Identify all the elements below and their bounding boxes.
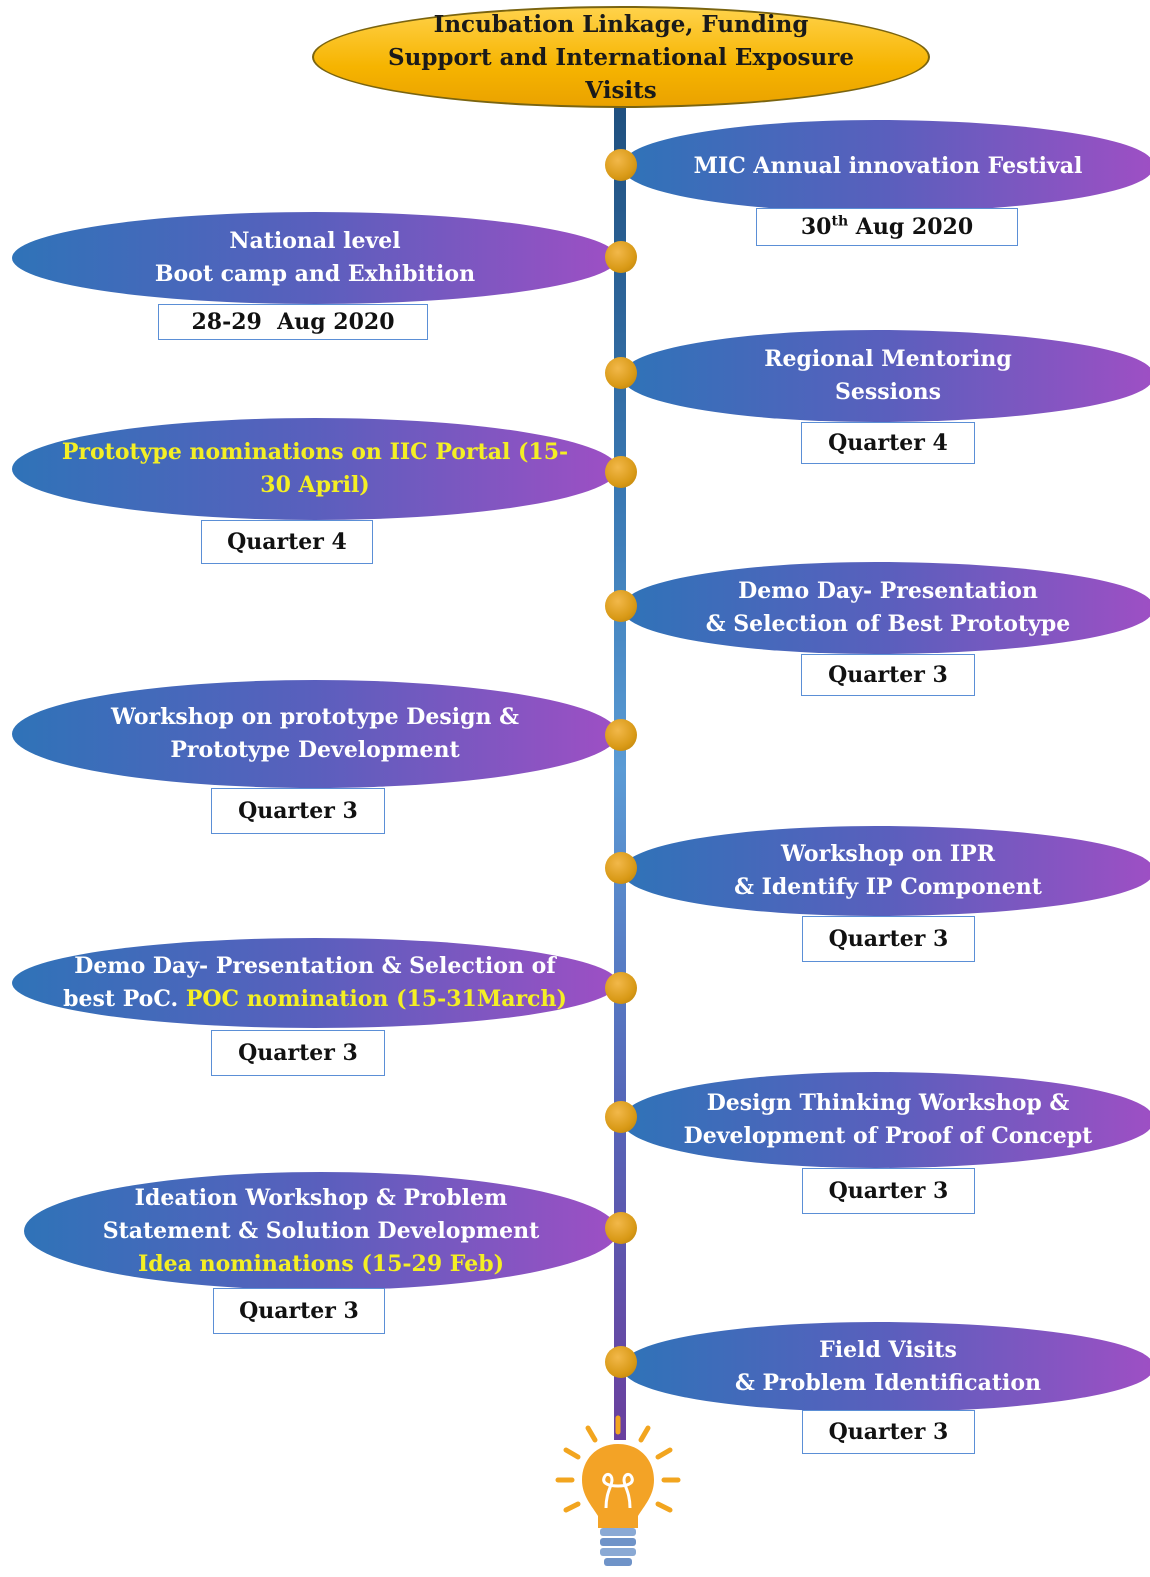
date-box: 30th Aug 2020 — [756, 208, 1018, 246]
quarter-box: Quarter 3 — [802, 916, 975, 962]
quarter-box: Quarter 3 — [213, 1288, 385, 1334]
step-label-line-1: Field Visits — [819, 1337, 957, 1363]
timeline-node — [605, 456, 637, 488]
step-label-line-2: Statement & Solution Development — [102, 1217, 540, 1244]
quarter-label: Quarter 3 — [828, 662, 948, 688]
timeline-node — [605, 719, 637, 751]
timeline-node — [605, 241, 637, 273]
date-box: 28-29 Aug 2020 — [158, 304, 428, 340]
step-label-line-1: Regional Mentoring — [764, 346, 1012, 372]
step-label-line-2: & Selection of Best Prototype — [705, 611, 1071, 637]
timeline-node — [605, 357, 637, 389]
step-label-line-2: Sessions — [834, 379, 942, 405]
timeline-node — [605, 149, 637, 181]
timeline-node — [605, 972, 637, 1004]
quarter-box: Quarter 3 — [802, 1410, 975, 1454]
quarter-label: Quarter 4 — [828, 430, 948, 456]
quarter-label: Quarter 4 — [227, 529, 347, 555]
step-ideation-workshop: Ideation Workshop & Problem Statement & … — [24, 1172, 618, 1290]
timeline-node — [605, 1101, 637, 1133]
step-ipr-workshop: Workshop on IPR & Identify IP Component — [623, 826, 1150, 916]
timeline-node — [605, 1212, 637, 1244]
step-label-line-2: best PoC. POC nomination (15-31March) — [63, 983, 567, 1016]
quarter-box: Quarter 3 — [802, 1168, 975, 1214]
step-label-line-1: National level — [229, 228, 401, 254]
step-label-line-2: Development of Proof of Concept — [683, 1123, 1093, 1149]
quarter-box: Quarter 4 — [801, 422, 975, 464]
step-mic-festival: MIC Annual innovation Festival — [623, 120, 1150, 212]
step-label-line-2: Boot camp and Exhibition — [154, 261, 476, 287]
quarter-label: Quarter 3 — [238, 798, 358, 824]
step-demo-day-poc: Demo Day- Presentation & Selection of be… — [12, 938, 618, 1028]
step-label-line-1: Workshop on IPR — [781, 841, 995, 867]
step-label-text: best PoC. — [63, 986, 179, 1012]
step-label-line-1: Demo Day- Presentation & Selection of — [74, 953, 556, 979]
step-design-thinking: Design Thinking Workshop & Development o… — [623, 1072, 1150, 1168]
step-label-line-1: Design Thinking Workshop & — [706, 1090, 1070, 1116]
step-demo-day-prototype: Demo Day- Presentation & Selection of Be… — [623, 562, 1150, 654]
quarter-label: Quarter 3 — [828, 926, 949, 952]
date-label: 30th Aug 2020 — [800, 213, 974, 240]
quarter-label: Quarter 3 — [239, 1298, 359, 1324]
step-label-line-2: & Problem Identification — [734, 1370, 1042, 1396]
quarter-box: Quarter 3 — [801, 654, 975, 696]
header-line-3: Visits — [585, 76, 657, 104]
quarter-label: Quarter 3 — [238, 1040, 358, 1066]
quarter-label: Quarter 3 — [828, 1419, 949, 1445]
step-regional-mentoring: Regional Mentoring Sessions — [623, 330, 1150, 422]
step-label-highlight: POC nomination (15-31March) — [185, 986, 567, 1012]
step-label: MIC Annual innovation Festival — [693, 152, 1083, 179]
step-label-line-1: Workshop on prototype Design & — [110, 704, 520, 730]
timeline-node — [605, 1346, 637, 1378]
quarter-box: Quarter 4 — [201, 520, 373, 564]
step-label-line-1: Demo Day- Presentation — [738, 578, 1038, 604]
timeline-node — [605, 590, 637, 622]
quarter-box: Quarter 3 — [211, 1030, 385, 1076]
quarter-label: Quarter 3 — [828, 1178, 949, 1204]
quarter-box: Quarter 3 — [211, 788, 385, 834]
step-label-line-1: Ideation Workshop & Problem — [134, 1184, 508, 1211]
step-label-line-1: Prototype nominations on IIC Portal (15- — [61, 439, 569, 465]
step-prototype-nominations: Prototype nominations on IIC Portal (15-… — [12, 418, 618, 520]
timeline-node — [605, 852, 637, 884]
lightbulb-icon — [548, 1412, 688, 1576]
header-line-1: Incubation Linkage, Funding — [433, 10, 809, 38]
step-label-line-2: Prototype Development — [170, 737, 460, 763]
step-national-bootcamp: National level Boot camp and Exhibition — [12, 212, 618, 304]
step-label-line-2: & Identify IP Component — [734, 874, 1042, 900]
step-label-line-2: 30 April) — [260, 472, 370, 498]
header-line-2: Support and International Exposure — [388, 43, 854, 71]
date-label: 28-29 Aug 2020 — [191, 309, 395, 335]
step-label-line-3: Idea nominations (15-29 Feb) — [137, 1250, 504, 1277]
step-prototype-workshop: Workshop on prototype Design & Prototype… — [12, 680, 618, 788]
step-field-visits: Field Visits & Problem Identification — [623, 1322, 1150, 1412]
timeline-header: Incubation Linkage, Funding Support and … — [312, 6, 930, 108]
